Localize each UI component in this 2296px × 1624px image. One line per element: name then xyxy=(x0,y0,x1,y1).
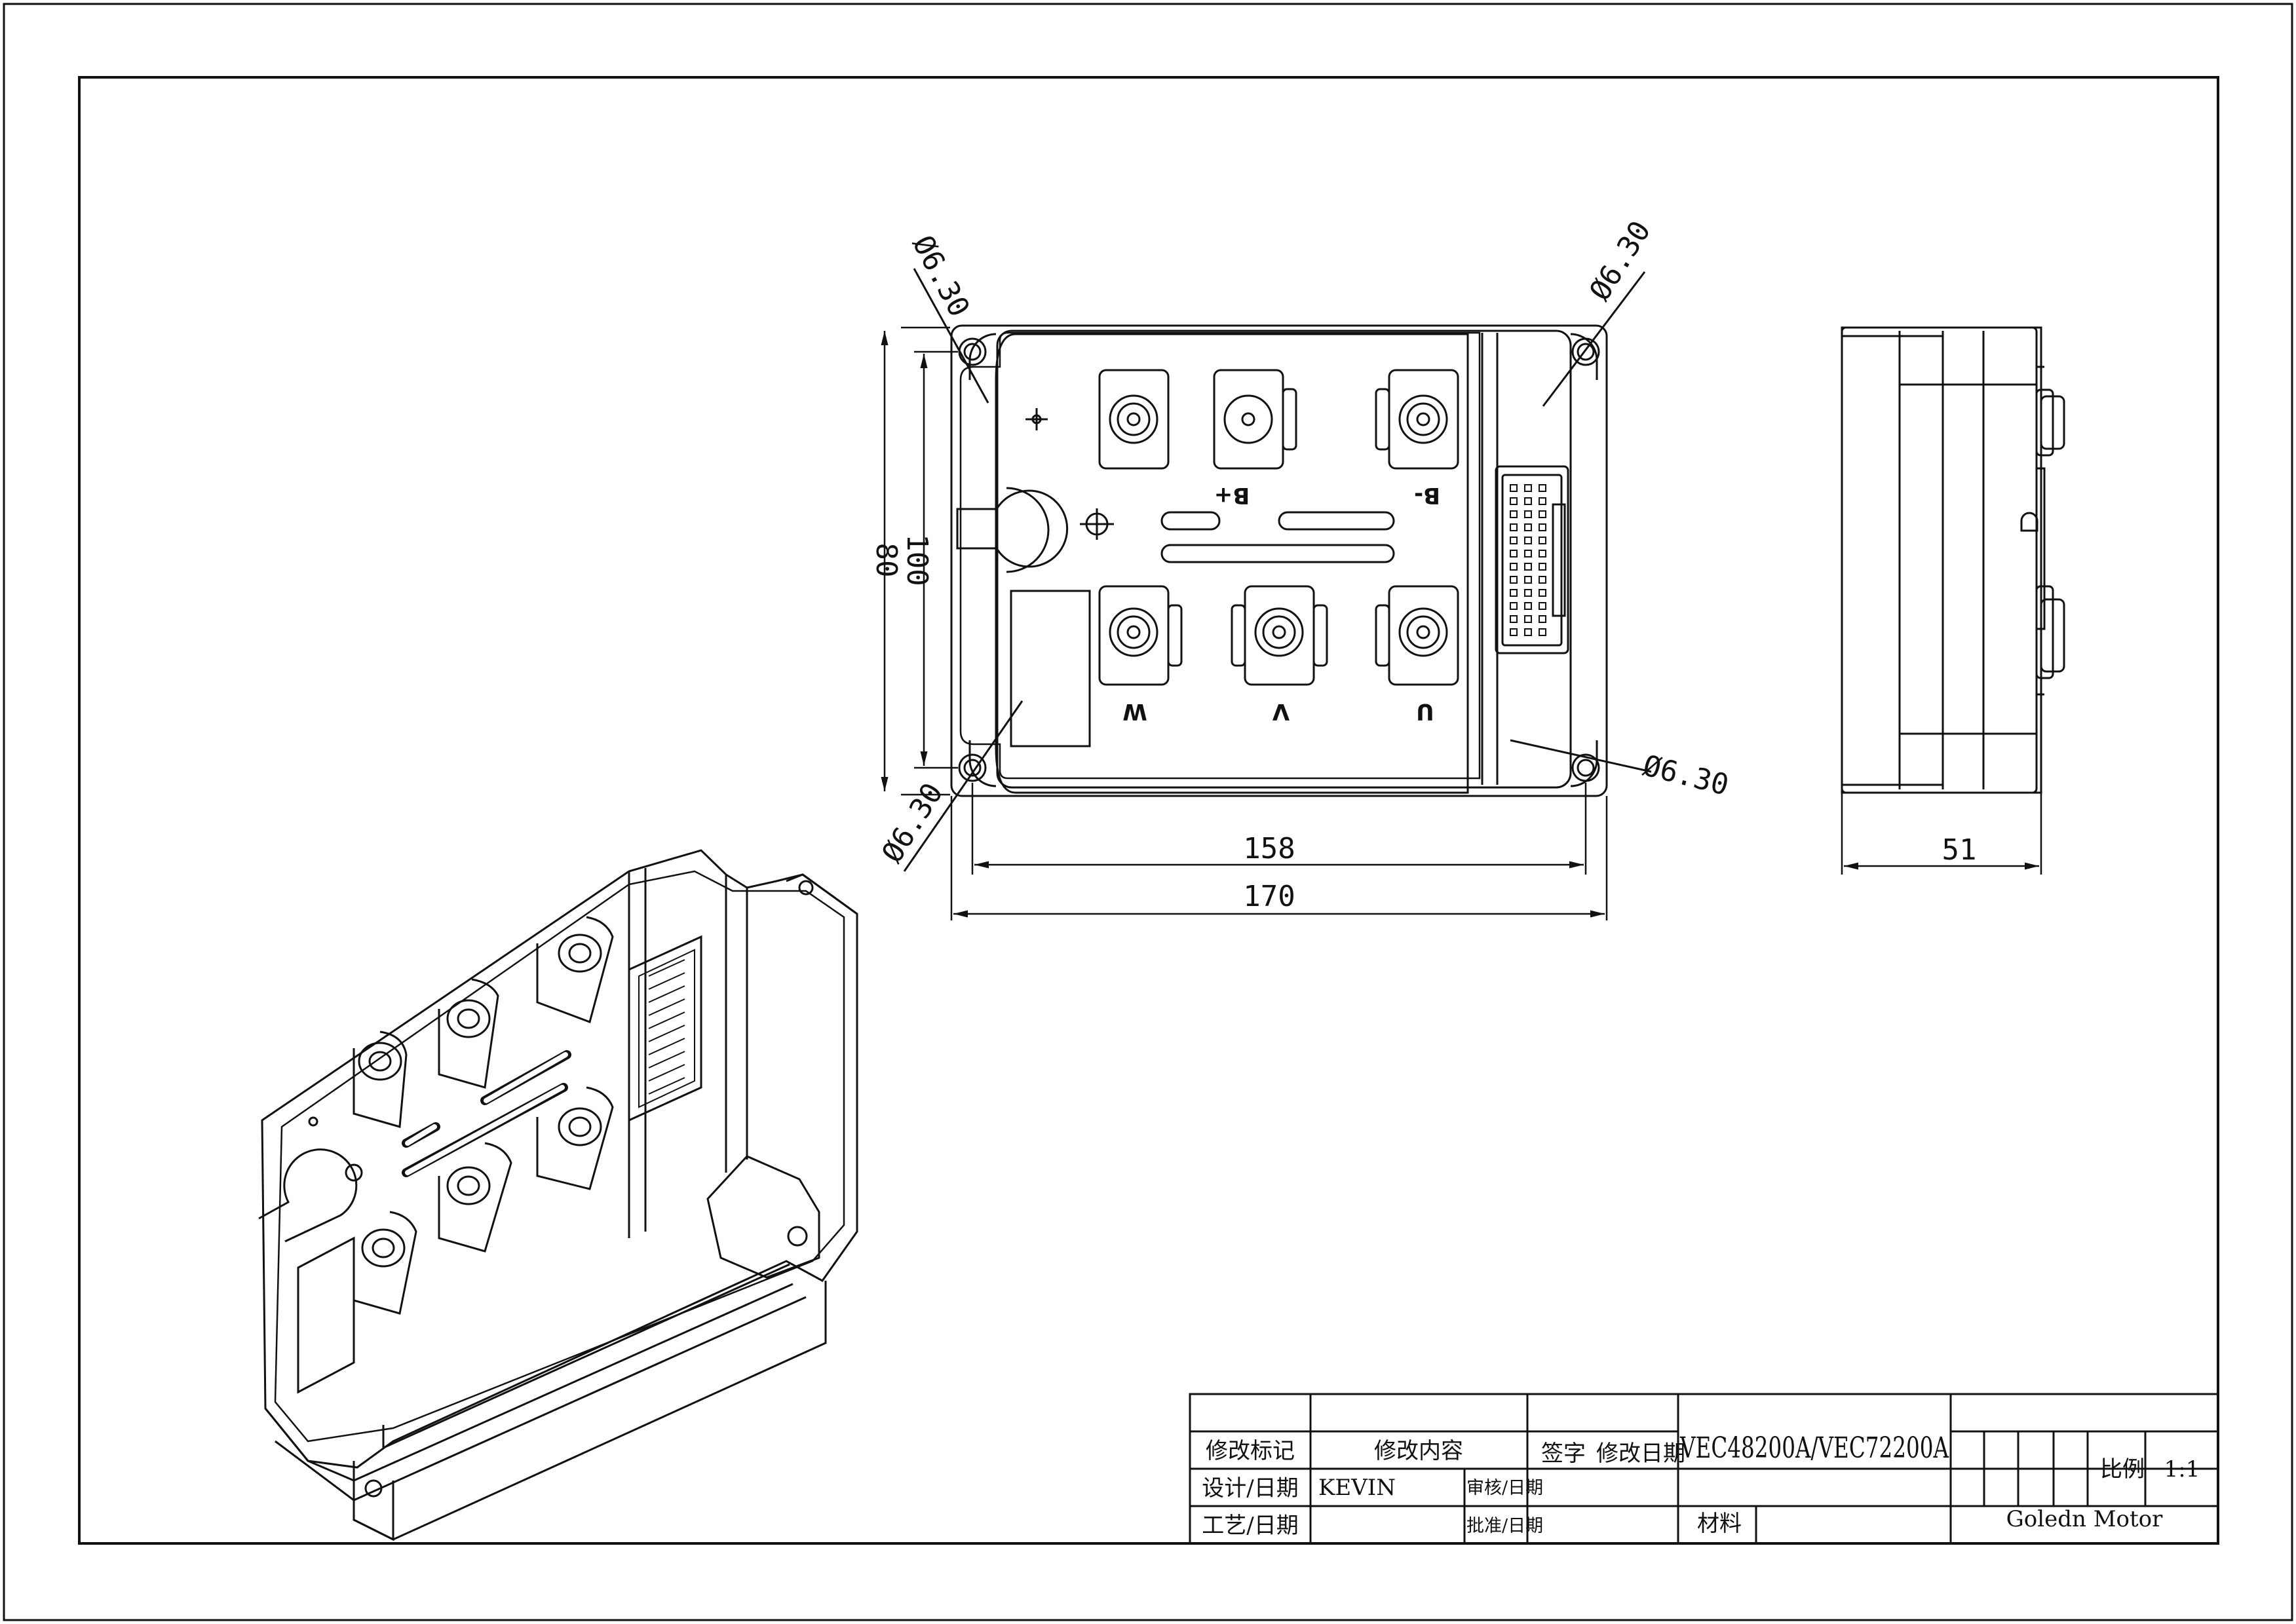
connector-pin xyxy=(1539,510,1546,518)
connector-pin xyxy=(1524,523,1532,531)
connector-pin xyxy=(1539,563,1546,571)
signal-connector-pins xyxy=(1510,484,1546,636)
connector-pin xyxy=(1539,576,1546,584)
tb-scale-label: 比例 xyxy=(2100,1456,2145,1482)
dim-hole-top-right: Ø6.30 xyxy=(1583,215,1657,306)
iso-connector-pin xyxy=(648,1077,685,1095)
iso-connector-pin xyxy=(648,959,685,977)
connector-pin xyxy=(1510,576,1518,584)
connector-pin xyxy=(1510,510,1518,518)
dim-hole-top-left: Ø6.30 xyxy=(906,230,976,322)
connector-pin xyxy=(1539,523,1546,531)
terminal-label-v: V xyxy=(1272,698,1290,725)
iso-connector-pin xyxy=(648,1064,685,1082)
terminal-label-u: U xyxy=(1416,698,1434,725)
connector-pin xyxy=(1524,484,1532,492)
connector-pin xyxy=(1510,484,1518,492)
connector-pin xyxy=(1524,537,1532,544)
drawing-frame xyxy=(3,3,2293,1621)
dimension-lines xyxy=(881,326,2042,920)
tb-review-date: 审核/日期 xyxy=(1466,1478,1543,1498)
connector-pin xyxy=(1524,550,1532,557)
iso-connector-pin xyxy=(648,1051,685,1068)
connector-pin xyxy=(1539,537,1546,544)
tb-design-date: 设计/日期 xyxy=(1202,1475,1298,1501)
tb-scale: 1:1 xyxy=(2164,1456,2200,1482)
connector-pin xyxy=(1524,563,1532,571)
dim-height-outer: 100 xyxy=(900,534,934,586)
connector-pin xyxy=(1539,550,1546,557)
tb-rev-content: 修改内容 xyxy=(1374,1438,1463,1464)
connector-pin xyxy=(1524,510,1532,518)
connector-pin xyxy=(1524,576,1532,584)
tb-rev-date: 修改日期 xyxy=(1596,1441,1685,1467)
connector-pin xyxy=(1539,497,1546,505)
iso-connector-pin xyxy=(648,998,685,1016)
side-view xyxy=(1841,326,2065,794)
connector-pin xyxy=(1510,628,1518,636)
connector-pin xyxy=(1524,602,1532,610)
power-terminals xyxy=(1098,369,1459,686)
connector-pin xyxy=(1539,628,1546,636)
connector-pin xyxy=(1524,497,1532,505)
connector-pin xyxy=(1510,550,1518,557)
tb-process-date: 工艺/日期 xyxy=(1202,1513,1298,1539)
iso-connector-pin xyxy=(648,1025,685,1042)
connector-pin xyxy=(1539,589,1546,597)
tb-rev-mark: 修改标记 xyxy=(1206,1438,1295,1464)
connector-pin xyxy=(1539,602,1546,610)
tb-designer: KEVIN xyxy=(1318,1475,1396,1501)
connector-pin xyxy=(1510,497,1518,505)
iso-connector-pin xyxy=(648,1011,685,1029)
connector-pin xyxy=(1524,628,1532,636)
isometric-view xyxy=(258,849,858,1541)
dim-depth: 51 xyxy=(1942,833,1977,867)
iso-connector-pin xyxy=(648,1038,685,1055)
terminal-label-bminus: B- xyxy=(1414,482,1440,508)
connector-pin xyxy=(1539,615,1546,623)
connector-pin xyxy=(1510,563,1518,571)
terminal-label-bplus: B+ xyxy=(1214,482,1250,508)
dim-width-outer: 170 xyxy=(1243,880,1295,913)
tb-company: Goledn Motor xyxy=(2006,1506,2164,1532)
connector-pin xyxy=(1539,484,1546,492)
front-view xyxy=(903,268,1652,872)
dim-hole-bottom-right: Ø6.30 xyxy=(1639,749,1732,803)
tb-signature: 签字 xyxy=(1541,1441,1586,1467)
tb-approve-date: 批准/日期 xyxy=(1466,1516,1543,1536)
connector-pin xyxy=(1510,589,1518,597)
tb-model: VEC48200A/VEC72200A xyxy=(1679,1431,1949,1465)
title-block xyxy=(1189,1393,2219,1545)
connector-pin xyxy=(1510,602,1518,610)
connector-pin xyxy=(1510,615,1518,623)
iso-connector-pin xyxy=(648,985,685,1003)
dim-width-inner: 158 xyxy=(1243,832,1295,865)
dim-height-inner: 80 xyxy=(870,543,903,578)
connector-pin xyxy=(1510,537,1518,544)
connector-pin xyxy=(1524,589,1532,597)
connector-pin xyxy=(1524,615,1532,623)
iso-connector-pins xyxy=(648,959,685,1095)
iso-connector-pin xyxy=(648,972,685,990)
terminal-label-w: W xyxy=(1122,698,1147,725)
connector-pin xyxy=(1510,523,1518,531)
tb-material: 材料 xyxy=(1697,1511,1742,1537)
